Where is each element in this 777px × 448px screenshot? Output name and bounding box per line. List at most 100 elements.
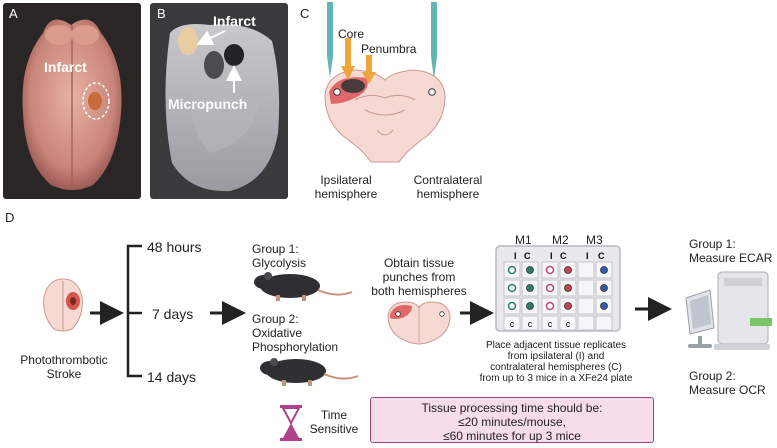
plate-c-label: c bbox=[548, 319, 553, 329]
measure1-line2: Measure ECAR bbox=[689, 251, 773, 265]
punched-section-icon bbox=[387, 301, 451, 345]
plate-caption-line2: from ipsilateral (I) and bbox=[507, 351, 605, 362]
plate-well bbox=[507, 265, 517, 275]
time-sensitive-label: Time Sensitive bbox=[305, 408, 363, 436]
plate-well bbox=[545, 301, 555, 311]
panel-b-infarct-label: Infarct bbox=[213, 13, 256, 29]
plate-column-header: I bbox=[550, 251, 553, 261]
core-label: Core bbox=[338, 27, 365, 41]
punch-line1: Obtain tissue bbox=[383, 256, 455, 270]
hourglass-icon bbox=[280, 405, 302, 441]
penumbra-arrow bbox=[366, 55, 372, 73]
panel-b-photo bbox=[150, 3, 288, 199]
infarct-arrow bbox=[196, 30, 226, 46]
plate-well bbox=[600, 266, 608, 274]
measure1-line1: Group 1: bbox=[689, 237, 736, 251]
model-line1: Photothrombotic bbox=[20, 353, 108, 367]
mouse-brain-dorsal-image bbox=[22, 19, 122, 190]
plate-well bbox=[564, 266, 572, 274]
plate-cell bbox=[577, 261, 595, 279]
right-punch-tool-icon bbox=[431, 2, 437, 56]
time-line1: Time bbox=[320, 408, 348, 422]
punch-line2: punches from bbox=[382, 270, 456, 284]
plate-well bbox=[545, 283, 555, 293]
brain-section-image bbox=[165, 24, 280, 192]
contralateral-line1: Contralateral bbox=[413, 173, 483, 187]
plate-column-header: I bbox=[586, 251, 589, 261]
warning-line1: Tissue processing time should be: bbox=[421, 401, 603, 415]
timepoint-14d: 14 days bbox=[147, 369, 197, 385]
plate-mouse-m2: M2 bbox=[552, 233, 569, 247]
measure2-label: Group 2: Measure OCR bbox=[689, 369, 766, 397]
plate-caption-line4: from up to 3 mice in a XFe24 plate bbox=[479, 373, 633, 384]
plate-c-label: c bbox=[528, 319, 533, 329]
plate-well bbox=[600, 302, 608, 310]
punch-label: Obtain tissue punches from both hemisphe… bbox=[369, 256, 469, 298]
plate-caption-line3: contralateral hemispheres (C) bbox=[490, 362, 622, 373]
core-region bbox=[341, 79, 365, 93]
plate-well bbox=[564, 284, 572, 292]
warning-line2: ≤20 minutes/mouse, bbox=[458, 415, 566, 429]
plate-cell bbox=[577, 279, 595, 297]
plate-column-header: C bbox=[524, 251, 531, 261]
penumbra-label: Penumbra bbox=[361, 42, 417, 56]
plate-column-header: C bbox=[560, 251, 567, 261]
mouse-icon-2 bbox=[260, 358, 359, 386]
plate-column-header: I bbox=[514, 251, 517, 261]
punch-line3: both hemispheres bbox=[371, 284, 467, 298]
plate-well bbox=[507, 283, 517, 293]
time-line2: Sensitive bbox=[309, 422, 359, 436]
panel-b-letter: B bbox=[157, 6, 166, 21]
group2-line1: Group 2: bbox=[252, 312, 299, 326]
plate-cell bbox=[577, 297, 595, 315]
panel-a-infarct-label: Infarct bbox=[44, 59, 87, 75]
timepoint-7d: 7 days bbox=[152, 306, 194, 322]
processing-time-box: Tissue processing time should be: ≤20 mi… bbox=[370, 397, 654, 443]
measure2-line2: Measure OCR bbox=[689, 383, 766, 397]
plate-well bbox=[526, 302, 534, 310]
panel-a-letter: A bbox=[9, 6, 18, 21]
plate-mouse-m3: M3 bbox=[586, 233, 603, 247]
measure2-line1: Group 2: bbox=[689, 369, 736, 383]
plate-well bbox=[507, 301, 517, 311]
plate-cell bbox=[541, 315, 559, 331]
plate-caption-line1: Place adjacent tissue replicates bbox=[485, 340, 627, 351]
panel-b-micropunch-label: Micropunch bbox=[168, 96, 248, 112]
plate-well bbox=[545, 265, 555, 275]
group2-line2: Oxidative bbox=[252, 326, 303, 340]
flow-arrows bbox=[90, 244, 672, 378]
plate-cell bbox=[559, 315, 577, 331]
ipsilateral-line2: hemisphere bbox=[314, 187, 378, 201]
plate-cell bbox=[577, 315, 595, 331]
ipsilateral-line1: Ipsilateral bbox=[320, 173, 372, 187]
ipsilateral-label: Ipsilateral hemisphere bbox=[296, 173, 396, 201]
panel-d-letter: D bbox=[5, 210, 15, 225]
model-label: Photothrombotic Stroke bbox=[0, 353, 128, 381]
plate-cell bbox=[521, 315, 539, 331]
model-line2: Stroke bbox=[46, 367, 82, 381]
plate-mouse-m1: M1 bbox=[515, 233, 532, 247]
seahorse-analyzer-icon bbox=[685, 271, 772, 350]
coronal-section-diagram bbox=[324, 2, 446, 163]
panel-c-letter: C bbox=[300, 6, 310, 21]
left-punch-tool-icon bbox=[327, 2, 333, 56]
panel-a-photo bbox=[3, 3, 141, 199]
contralateral-label: Contralateral hemisphere bbox=[393, 173, 503, 201]
group2-line3: Phosphorylation bbox=[252, 340, 339, 354]
mouse-icon bbox=[254, 272, 353, 301]
group1-line1: Group 1: bbox=[252, 242, 299, 256]
contralateral-line2: hemisphere bbox=[416, 187, 480, 201]
group1-label: Group 1: Glycolysis bbox=[252, 242, 306, 270]
panel-b-arrows bbox=[196, 30, 242, 93]
timepoint-48h: 48 hours bbox=[147, 239, 202, 255]
plate-cell bbox=[503, 315, 521, 331]
dorsal-brain-icon bbox=[43, 278, 83, 332]
plate-cell bbox=[595, 315, 613, 331]
plate-well bbox=[564, 302, 572, 310]
plate-c-label: c bbox=[566, 319, 571, 329]
core-arrow bbox=[345, 38, 351, 68]
group2-label: Group 2: Oxidative Phosphorylation bbox=[252, 312, 338, 354]
plate-caption: Place adjacent tissue replicates from ip… bbox=[460, 340, 652, 384]
plate-well bbox=[526, 284, 534, 292]
